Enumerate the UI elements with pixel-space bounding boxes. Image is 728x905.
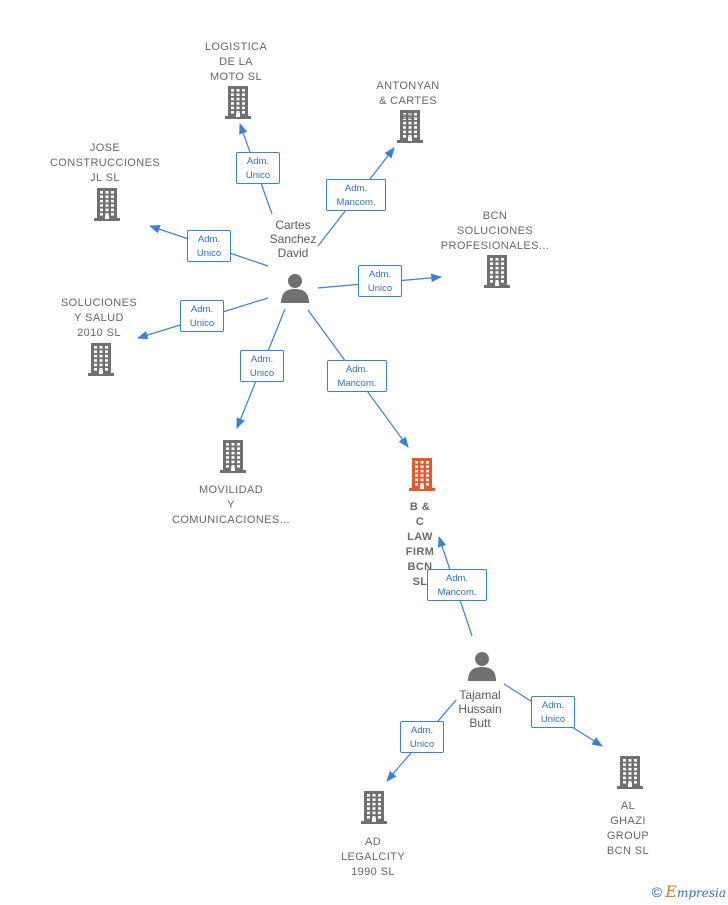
role-badge-tajamal-adlegal: Adm. Unico <box>400 721 444 753</box>
company-name-bclaw[interactable]: B & C LAW FIRM BCN SL <box>405 501 435 588</box>
role-badge-cartes-logistica: Adm. Unico <box>236 152 280 184</box>
brand-name: mpresia <box>676 886 726 900</box>
role-badge-cartes-soluciones: Adm. Unico <box>180 300 224 332</box>
building-icon[interactable] <box>616 755 644 794</box>
building-icon[interactable] <box>224 85 252 124</box>
role-badge-cartes-movilidad: Adm. Unico <box>240 350 284 382</box>
building-icon[interactable] <box>483 254 511 293</box>
company-name-logistica[interactable]: LOGISTICA DE LA MOTO SL <box>204 41 268 83</box>
company-name-soluciones[interactable]: SOLUCIONES Y SALUD 2010 SL <box>60 297 138 339</box>
role-badge-cartes-jose: Adm. Unico <box>187 230 231 262</box>
company-name-antonyan[interactable]: ANTONYAN & CARTES SL <box>376 80 440 122</box>
building-icon[interactable] <box>87 342 115 381</box>
role-badge-cartes-bcn: Adm. Unico <box>358 265 402 297</box>
company-name-bcn[interactable]: BCN SOLUCIONES PROFESIONALES... <box>440 210 550 252</box>
person-name-cartes[interactable]: Cartes Sanchez David <box>269 218 317 260</box>
person-name-tajamal[interactable]: Tajamal Hussain Butt <box>458 688 502 730</box>
company-name-jose[interactable]: JOSE CONSTRUCCIONES JL SL <box>49 142 161 184</box>
role-badge-tajamal-bclaw: Adm. Mancom. <box>427 569 487 601</box>
company-name-movilidad[interactable]: MOVILIDAD Y COMUNICACIONES... <box>171 484 291 526</box>
person-icon[interactable] <box>280 273 310 308</box>
empresia-watermark: © Empresia <box>652 882 726 901</box>
company-name-alghazi[interactable]: AL GHAZI GROUP BCN SL <box>606 800 650 857</box>
building-icon[interactable] <box>219 439 247 478</box>
person-icon[interactable] <box>467 651 497 686</box>
copyright-symbol: © <box>651 884 662 900</box>
building-icon[interactable] <box>396 109 424 148</box>
building-icon[interactable] <box>408 457 436 496</box>
building-icon[interactable] <box>93 187 121 226</box>
role-badge-cartes-antonyan: Adm. Mancom. <box>326 179 386 211</box>
role-badge-cartes-bclaw: Adm. Mancom. <box>327 360 387 392</box>
building-icon[interactable] <box>360 790 388 829</box>
company-name-adlegal[interactable]: AD LEGALCITY 1990 SL <box>340 836 406 878</box>
brand-initial: E <box>665 882 677 901</box>
role-badge-tajamal-alghazi: Adm. Unico <box>531 696 575 728</box>
